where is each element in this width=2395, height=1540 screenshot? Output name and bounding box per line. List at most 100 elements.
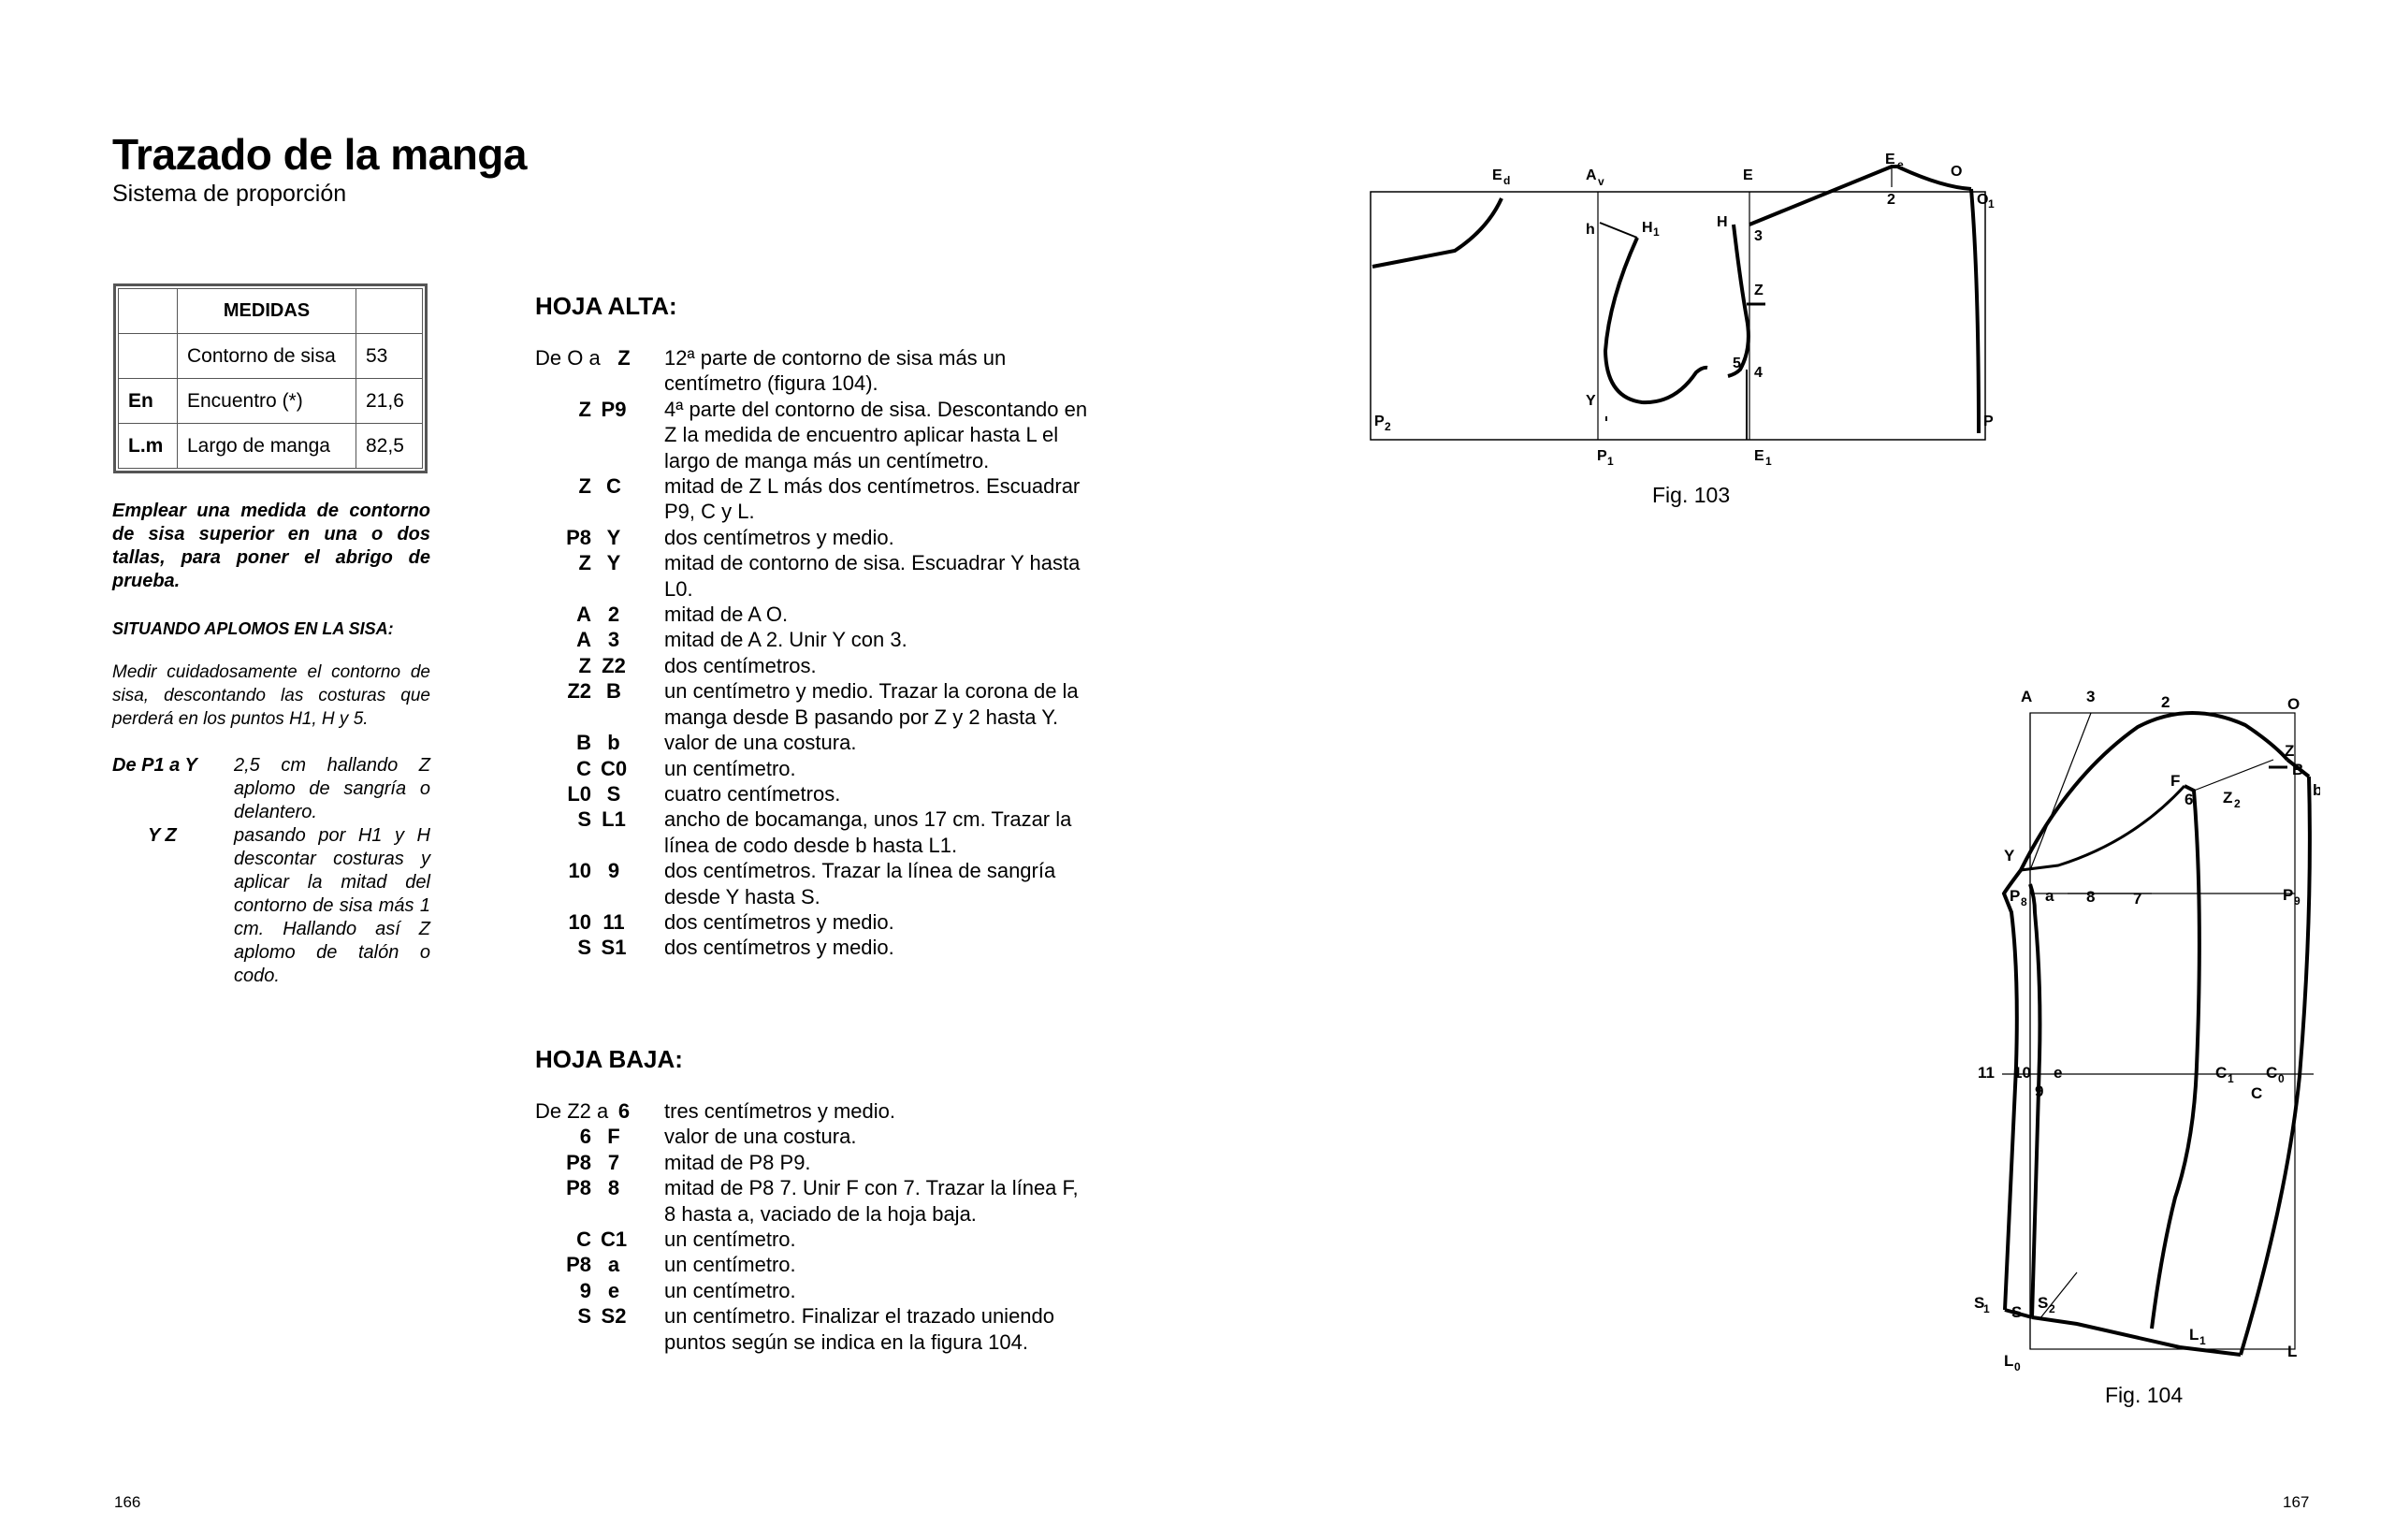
step-from: 10 <box>568 909 591 934</box>
step-from: A <box>576 603 591 627</box>
step-to: Y <box>606 525 621 549</box>
step-to: 6 <box>617 1099 631 1123</box>
fig104-label: F <box>2170 772 2180 790</box>
table-cell <box>356 288 423 334</box>
aplomo-text: 2,5 cm hallando Z aplomo de sangría o de… <box>234 755 430 822</box>
fig104-label: Y <box>2004 847 2015 864</box>
table-header-measures: MEDIDAS <box>177 288 356 334</box>
fig104-label: 1 <box>2199 1334 2206 1347</box>
fig104-label: Z <box>2223 789 2232 806</box>
fig104-label: A <box>2021 688 2032 705</box>
fig103-label: 2 <box>1887 192 1895 208</box>
aplomo-row: Y Z pasando por H1 y H descontar costura… <box>148 824 430 993</box>
fig103-label: H <box>1717 214 1728 230</box>
step-text: un centímetro. Finalizar el trazado unie… <box>664 1304 1055 1354</box>
step-text: un centímetro. <box>664 756 796 780</box>
step-to: 2 <box>607 603 620 627</box>
aplomo-row: De P1 a Y 2,5 cm hallando Z aplomo de sa… <box>112 754 430 822</box>
fig103-label: v <box>1598 175 1604 188</box>
fig104-label: S <box>2038 1294 2048 1312</box>
step-text: dos centímetros y medio. <box>664 525 894 549</box>
step-text: un centímetro. <box>664 1253 796 1277</box>
step-to: b <box>607 731 620 755</box>
step-to: L1 <box>602 807 626 832</box>
measure-value: 21,6 <box>356 378 423 424</box>
step-to: 11 <box>602 909 625 934</box>
fig103-label: h <box>1586 222 1595 238</box>
fig104-label: O <box>2287 695 2300 713</box>
fig104-label: C <box>2215 1064 2227 1082</box>
step-text: valor de una costura. <box>664 731 857 755</box>
step-to: Z <box>617 346 631 370</box>
fig104-label: a <box>2045 887 2054 905</box>
fig104-label: 1 <box>2228 1072 2234 1085</box>
fig104-label: S <box>1974 1294 1984 1312</box>
note-situando-heading: SITUANDO APLOMOS EN LA SISA: <box>112 619 394 638</box>
step-text: dos centímetros. <box>664 653 817 677</box>
fig104-label: 0 <box>2014 1360 2021 1373</box>
fig103-label: E <box>1885 152 1895 167</box>
fig104-label: 11 <box>1978 1064 1995 1082</box>
measure-value: 82,5 <box>356 423 423 469</box>
fig103-label: 1 <box>1765 455 1772 468</box>
step-from: Z <box>578 474 591 499</box>
step-from: 6 <box>579 1125 591 1149</box>
fig103-label: 3 <box>1754 228 1763 244</box>
step-to: C0 <box>600 756 628 780</box>
step-from: B <box>576 731 591 755</box>
fig104-label: 6 <box>2185 791 2193 808</box>
step-text: mitad de P8 7. Unir F con 7. Trazar la l… <box>664 1176 1079 1226</box>
note-emplear: Emplear una medida de contorno de sisa s… <box>112 501 430 591</box>
step-from: De Z2 a <box>535 1099 609 1123</box>
fig103-label: O <box>1977 192 1988 208</box>
step-to: a <box>607 1253 620 1277</box>
fig103-label: 1 <box>1653 225 1660 239</box>
measure-name: Contorno de sisa <box>177 333 356 379</box>
step-text: un centímetro. <box>664 1278 796 1302</box>
fig103-label: E <box>1492 167 1502 183</box>
step-to: P9 <box>601 397 627 421</box>
step-text: dos centímetros y medio. <box>664 936 894 960</box>
step-to: C <box>606 474 621 499</box>
figure-104-caption: Fig. 104 <box>2105 1383 2184 1407</box>
fig104-label: 2 <box>2234 797 2241 810</box>
step-from: A <box>576 628 591 652</box>
measures-table: MEDIDAS Contorno de sisa 53 En Encuentro… <box>113 283 428 473</box>
step-text: dos centímetros. Trazar la línea de sang… <box>664 859 1056 908</box>
aplomo-text: pasando por H1 y H descontar costuras y … <box>234 825 430 986</box>
step-from: 9 <box>579 1278 591 1302</box>
fig104-label: 2 <box>2161 693 2170 711</box>
fig104-label: 7 <box>2133 890 2141 908</box>
measure-code: L.m <box>118 423 178 469</box>
step-text: ancho de bocamanga, unos 17 cm. Trazar l… <box>664 807 1072 857</box>
table-row: L.m Largo de manga 82,5 <box>118 423 423 469</box>
fig103-label: E <box>1743 167 1753 183</box>
figure-103-caption: Fig. 103 <box>1652 483 1731 507</box>
step-text: un centímetro. <box>664 1228 796 1252</box>
fig104-label: 2 <box>2049 1302 2055 1315</box>
step-text: mitad de contorno de sisa. Escuadrar Y h… <box>664 551 1081 601</box>
step-to: S <box>606 781 621 806</box>
step-to: e <box>607 1278 620 1302</box>
step-from: Z <box>578 653 591 677</box>
step-from: S <box>577 807 591 832</box>
fig104-label: e <box>2054 1064 2062 1082</box>
step-from: S <box>577 936 591 960</box>
step-row: S L1 ancho de bocamanga, unos 17 cm. Traza… <box>535 806 1095 858</box>
fig103-label: d <box>1503 174 1510 187</box>
step-to: 8 <box>607 1176 620 1200</box>
